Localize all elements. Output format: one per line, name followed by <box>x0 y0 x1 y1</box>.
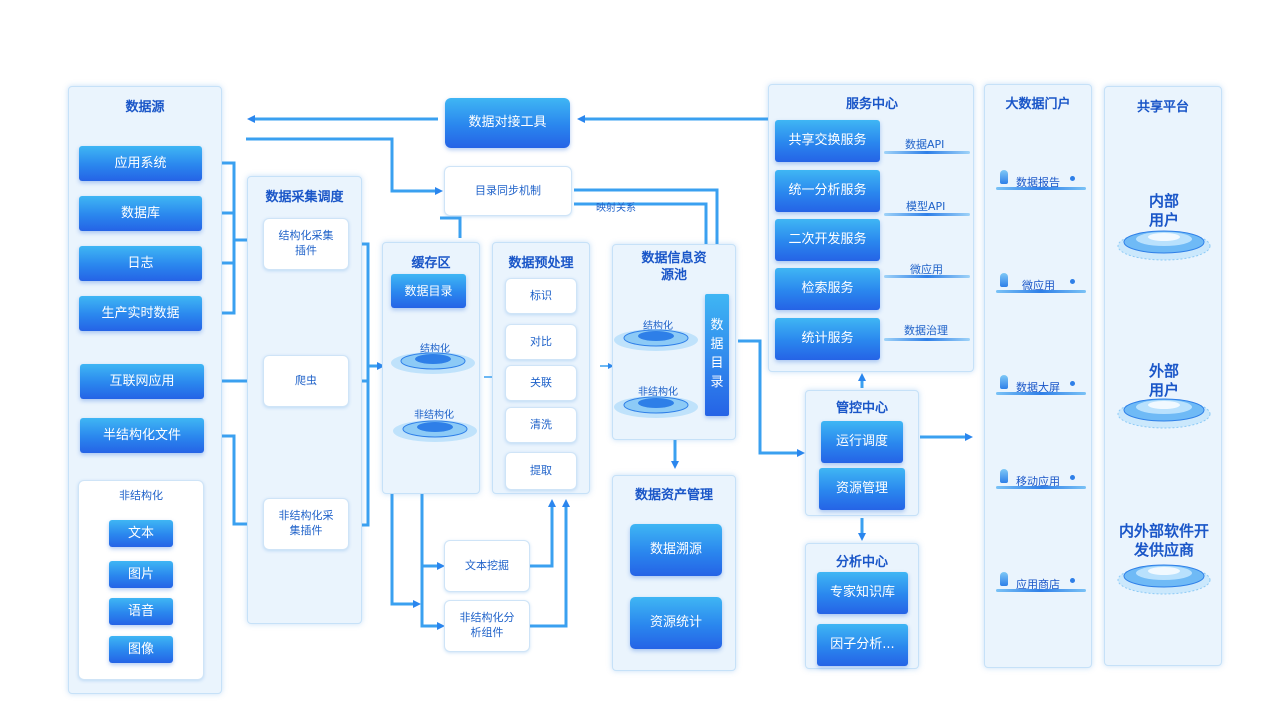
person-icon <box>1000 170 1008 184</box>
analysis-expert-knowledge[interactable]: 专家知识库 <box>817 572 908 614</box>
data-docking-tool[interactable]: 数据对接工具 <box>445 98 570 148</box>
dot-icon <box>1070 578 1075 583</box>
platform-base-icon <box>996 486 1086 489</box>
portal-mobile-app[interactable]: 移动应用 <box>996 469 1086 497</box>
pool-data-catalog[interactable]: 数据目录 <box>705 294 729 416</box>
preprocess-associate[interactable]: 关联 <box>505 365 577 401</box>
service-unified-analysis[interactable]: 统一分析服务 <box>775 170 880 212</box>
software-vendors-platform-icon <box>1117 564 1211 595</box>
unstructured-text[interactable]: 文本 <box>109 520 173 547</box>
preprocess-compare[interactable]: 对比 <box>505 324 577 360</box>
label-data-governance: 数据治理 <box>904 324 948 337</box>
portal-item-label: 应用商店 <box>1016 578 1060 591</box>
mapping-relation-label: 映射关系 <box>596 203 636 214</box>
software-vendors-title: 内外部软件开发供应商 <box>1119 522 1210 559</box>
unstructured-image[interactable]: 图像 <box>109 636 173 663</box>
internal-users-platform-icon <box>1117 230 1211 261</box>
portal-item-label: 微应用 <box>1022 279 1055 292</box>
service-share-exchange[interactable]: 共享交换服务 <box>775 120 880 162</box>
pool-unstructured-label: 非结构化 <box>638 387 678 398</box>
portal-app-store[interactable]: 应用商店 <box>996 572 1086 600</box>
person-icon <box>1000 572 1008 586</box>
dot-icon <box>1070 279 1075 284</box>
unstructured-source-title: 非结构化 <box>119 489 163 502</box>
person-icon <box>1000 375 1008 389</box>
line-micro-app <box>884 275 970 278</box>
asset-resource-statistics[interactable]: 资源统计 <box>630 597 722 649</box>
dot-icon <box>1070 176 1075 181</box>
share-platform-title: 共享平台 <box>1136 100 1189 115</box>
label-micro-app: 微应用 <box>910 263 943 276</box>
source-realtime-data[interactable]: 生产实时数据 <box>79 296 202 331</box>
internal-users-title: 内部用户 <box>1149 192 1180 229</box>
asset-mgmt-title: 数据资产管理 <box>634 488 713 503</box>
portal-data-report[interactable]: 数据报告 <box>996 170 1086 198</box>
source-app-system[interactable]: 应用系统 <box>79 146 202 181</box>
info-pool-title: 数据信息资源池 <box>641 251 707 283</box>
analysis-center-title: 分析中心 <box>835 555 888 570</box>
cache-title: 缓存区 <box>411 256 451 271</box>
portal-data-screen[interactable]: 数据大屏 <box>996 375 1086 403</box>
platform-base-icon <box>996 290 1086 293</box>
preprocess-title: 数据预处理 <box>508 256 574 271</box>
unstructured-collect-plugin[interactable]: 非结构化采集插件 <box>263 498 349 550</box>
unstructured-picture[interactable]: 图片 <box>109 561 173 588</box>
service-secondary-dev[interactable]: 二次开发服务 <box>775 219 880 261</box>
label-model-api: 模型API <box>906 200 946 213</box>
platform-base-icon <box>996 187 1086 190</box>
control-resource-mgmt[interactable]: 资源管理 <box>819 468 905 510</box>
preprocess-clean[interactable]: 清洗 <box>505 407 577 443</box>
external-users-platform-icon <box>1117 398 1211 429</box>
line-data-governance <box>884 338 970 341</box>
text-mining[interactable]: 文本挖掘 <box>444 540 530 592</box>
platform-base-icon <box>996 589 1086 592</box>
service-center-title: 服务中心 <box>845 97 898 112</box>
structured-collect-plugin[interactable]: 结构化采集插件 <box>263 218 349 270</box>
portal-item-label: 数据大屏 <box>1016 381 1060 394</box>
data-source-title: 数据源 <box>125 100 165 115</box>
analysis-factor[interactable]: 因子分析... <box>817 624 908 666</box>
portal-item-label: 移动应用 <box>1016 475 1060 488</box>
preprocess-extract[interactable]: 提取 <box>505 452 577 490</box>
cache-structured-disc-icon <box>391 352 475 374</box>
line-model-api <box>884 213 970 216</box>
cache-unstructured-disc-icon <box>393 420 477 442</box>
cache-structured-label: 结构化 <box>420 344 450 355</box>
service-retrieval[interactable]: 检索服务 <box>775 268 880 310</box>
source-log[interactable]: 日志 <box>79 246 202 281</box>
asset-data-traceability[interactable]: 数据溯源 <box>630 524 722 576</box>
collection-title: 数据采集调度 <box>265 190 344 205</box>
source-internet-app[interactable]: 互联网应用 <box>80 364 204 399</box>
source-semistructured-file[interactable]: 半结构化文件 <box>80 418 204 453</box>
service-statistics[interactable]: 统计服务 <box>775 318 880 360</box>
portal-title: 大数据门户 <box>1005 97 1071 112</box>
control-center-title: 管控中心 <box>835 401 888 416</box>
crawler-plugin[interactable]: 爬虫 <box>263 355 349 407</box>
unstructured-analysis-component[interactable]: 非结构化分析组件 <box>444 600 530 652</box>
catalog-sync-mechanism[interactable]: 目录同步机制 <box>444 166 572 216</box>
cache-unstructured-label: 非结构化 <box>414 410 454 421</box>
label-data-api: 数据API <box>905 138 945 151</box>
dot-icon <box>1070 475 1075 480</box>
pool-unstructured-disc-icon <box>614 396 698 418</box>
person-icon <box>1000 273 1008 287</box>
preprocess-identify[interactable]: 标识 <box>505 278 577 314</box>
source-database[interactable]: 数据库 <box>79 196 202 231</box>
external-users-title: 外部用户 <box>1149 362 1180 399</box>
cache-data-catalog[interactable]: 数据目录 <box>391 274 466 308</box>
line-data-api <box>884 151 970 154</box>
platform-base-icon <box>996 392 1086 395</box>
pool-structured-label: 结构化 <box>643 321 673 332</box>
unstructured-voice[interactable]: 语音 <box>109 598 173 625</box>
person-icon <box>1000 469 1008 483</box>
control-run-scheduling[interactable]: 运行调度 <box>821 421 903 463</box>
portal-micro-app[interactable]: 微应用 <box>996 273 1086 301</box>
pool-structured-disc-icon <box>614 329 698 351</box>
dot-icon <box>1070 381 1075 386</box>
portal-item-label: 数据报告 <box>1016 176 1060 189</box>
